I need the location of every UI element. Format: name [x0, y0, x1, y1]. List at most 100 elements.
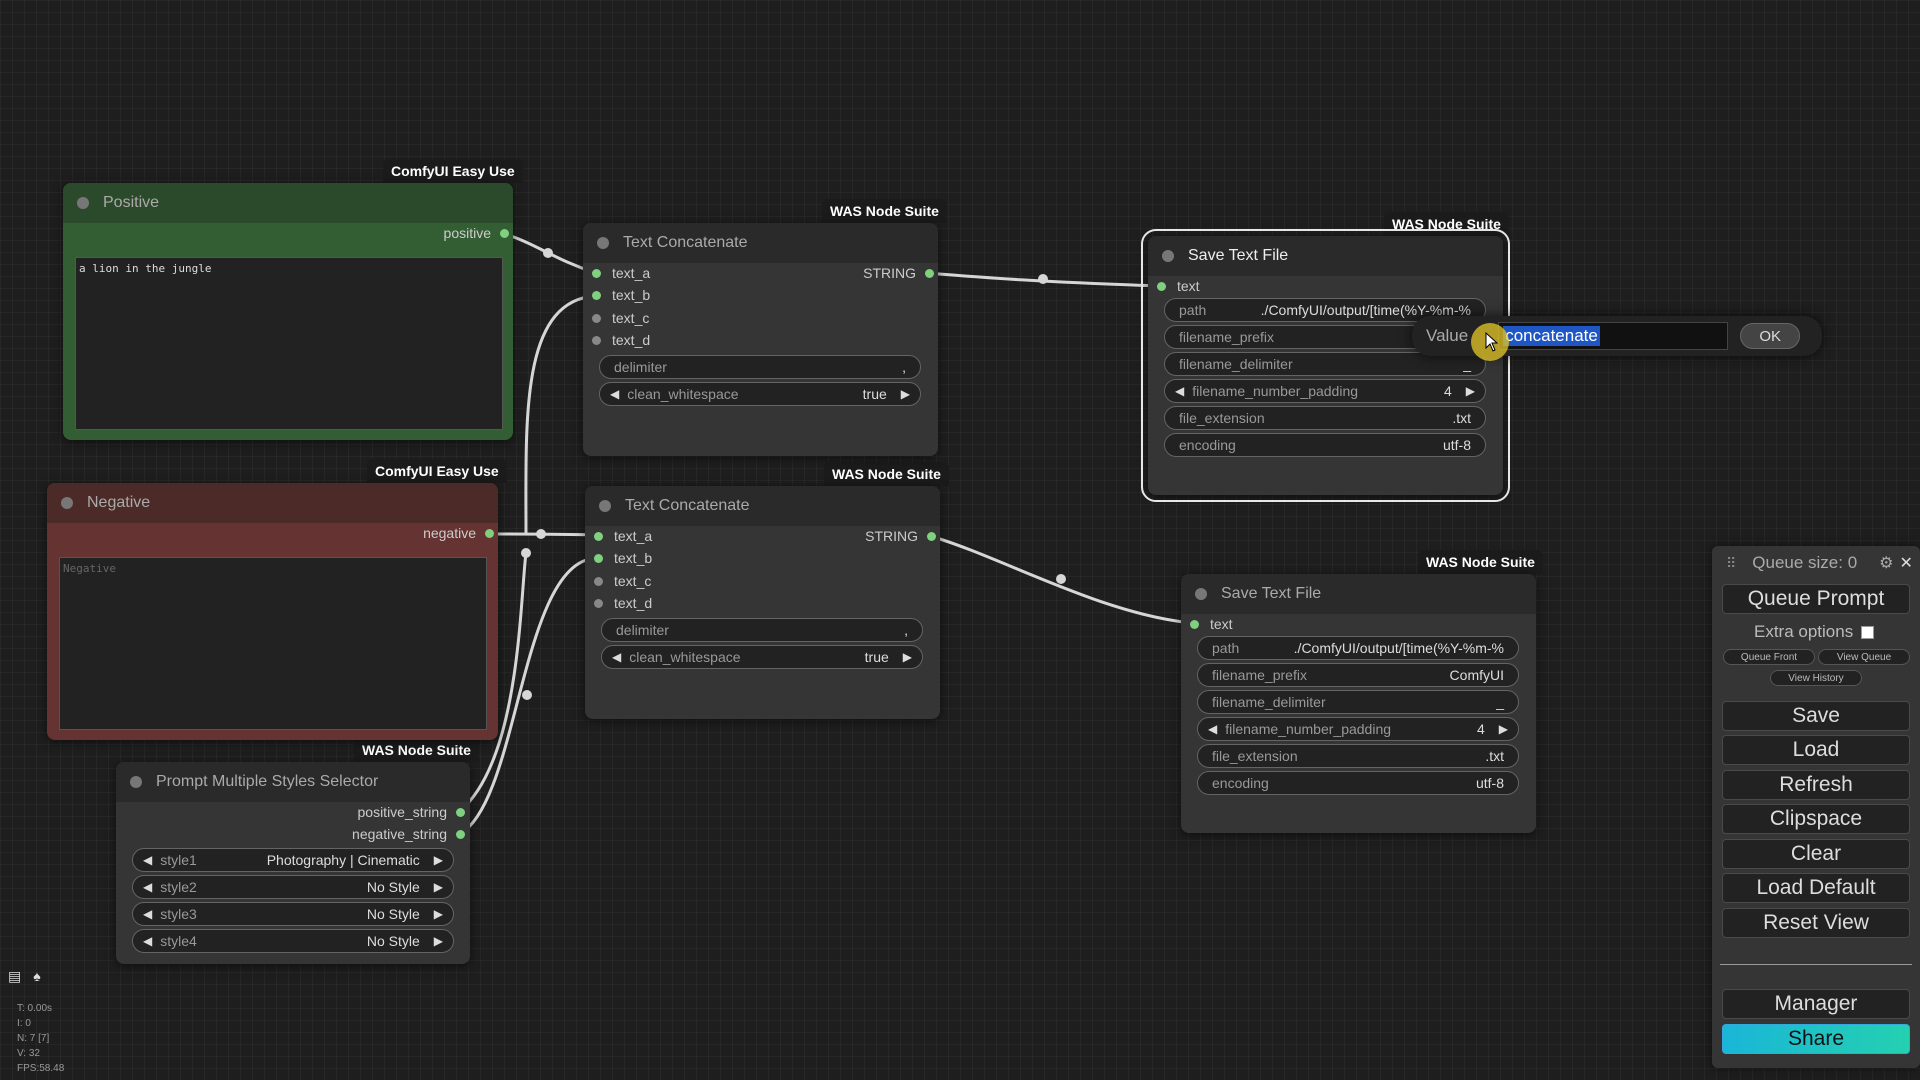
output-connector[interactable] [456, 829, 465, 839]
input-slot-text-a[interactable]: text_a [594, 526, 652, 546]
drag-handle-icon[interactable]: ⠿ [1726, 554, 1737, 571]
filename-number-padding-stepper[interactable]: ◀ filename_number_padding 4 ▶ [1164, 379, 1486, 403]
share-button[interactable]: Share [1722, 1024, 1910, 1054]
text-concatenate-node-2[interactable]: Text Concatenate text_a text_b text_c te… [585, 486, 940, 719]
input-slot-text[interactable]: text [1157, 276, 1200, 296]
output-slot-string[interactable]: STRING [865, 526, 936, 546]
file-extension-field[interactable]: file_extension .txt [1164, 406, 1486, 430]
decrement-arrow-icon[interactable]: ◀ [610, 387, 620, 401]
increment-arrow-icon[interactable]: ▶ [433, 853, 443, 867]
input-connector[interactable] [1190, 619, 1199, 629]
view-history-button[interactable]: View History [1770, 670, 1862, 686]
clean-whitespace-toggle[interactable]: ◀ clean_whitespace true ▶ [599, 382, 921, 406]
negative-prompt-text[interactable]: Negative [59, 557, 487, 730]
clipspace-button[interactable]: Clipspace [1722, 804, 1910, 834]
prompt-styles-selector-node[interactable]: Prompt Multiple Styles Selector positive… [116, 762, 470, 964]
node-title-bar[interactable]: Save Text File [1148, 236, 1503, 276]
ok-button[interactable]: OK [1740, 323, 1801, 349]
increment-arrow-icon[interactable]: ▶ [1498, 722, 1508, 736]
encoding-field[interactable]: encoding utf-8 [1197, 771, 1519, 795]
positive-prompt-text[interactable]: a lion in the jungle [75, 257, 503, 430]
bell-icon[interactable]: ♠ [33, 968, 41, 984]
input-slot-text-c[interactable]: text_c [592, 308, 649, 328]
reset-view-button[interactable]: Reset View [1722, 908, 1910, 938]
collapse-dot[interactable] [61, 497, 73, 509]
decrement-arrow-icon[interactable]: ◀ [1175, 384, 1185, 398]
input-slot-text-b[interactable]: text_b [592, 285, 650, 305]
node-title-bar[interactable]: Positive [63, 183, 513, 223]
input-slot-text[interactable]: text [1190, 614, 1233, 634]
input-connector[interactable] [592, 313, 601, 323]
refresh-button[interactable]: Refresh [1722, 770, 1910, 800]
input-connector[interactable] [1157, 281, 1166, 291]
load-default-button[interactable]: Load Default [1722, 873, 1910, 903]
increment-arrow-icon[interactable]: ▶ [1465, 384, 1475, 398]
delimiter-field[interactable]: delimiter , [599, 355, 921, 379]
collapse-dot[interactable] [130, 776, 142, 788]
input-slot-text-d[interactable]: text_d [592, 330, 650, 350]
value-input[interactable]: concatenate [1498, 322, 1729, 350]
style1-combo[interactable]: ◀ style1 Photography | Cinematic ▶ [132, 848, 454, 872]
load-button[interactable]: Load [1722, 735, 1910, 765]
view-queue-button[interactable]: View Queue [1818, 649, 1910, 665]
output-connector[interactable] [500, 228, 509, 238]
node-title-bar[interactable]: Prompt Multiple Styles Selector [116, 762, 470, 802]
input-connector[interactable] [594, 576, 603, 586]
input-slot-text-c[interactable]: text_c [594, 571, 651, 591]
save-text-file-node-2[interactable]: Save Text File text path ./ComfyUI/outpu… [1181, 574, 1536, 833]
queue-prompt-button[interactable]: Queue Prompt [1722, 584, 1910, 614]
decrement-arrow-icon[interactable]: ◀ [143, 907, 153, 921]
output-connector[interactable] [485, 528, 494, 538]
collapse-dot[interactable] [77, 197, 89, 209]
input-connector[interactable] [594, 598, 603, 608]
input-connector[interactable] [594, 531, 603, 541]
clear-button[interactable]: Clear [1722, 839, 1910, 869]
filename-delimiter-field[interactable]: filename_delimiter _ [1164, 352, 1486, 376]
path-field[interactable]: path ./ComfyUI/output/[time(%Y-%m-% [1164, 298, 1486, 322]
output-slot-negative-string[interactable]: negative_string [352, 824, 465, 844]
node-title-bar[interactable]: Text Concatenate [585, 486, 940, 526]
path-field[interactable]: path ./ComfyUI/output/[time(%Y-%m-% [1197, 636, 1519, 660]
manager-button[interactable]: Manager [1722, 989, 1910, 1019]
increment-arrow-icon[interactable]: ▶ [433, 907, 443, 921]
filename-prefix-field[interactable]: filename_prefix ComfyUI [1197, 663, 1519, 687]
output-connector[interactable] [456, 807, 465, 817]
close-icon[interactable]: ✕ [1899, 555, 1913, 572]
decrement-arrow-icon[interactable]: ◀ [143, 934, 153, 948]
collapse-dot[interactable] [1195, 588, 1207, 600]
text-concatenate-node-1[interactable]: Text Concatenate text_a text_b text_c te… [583, 223, 938, 456]
node-title-bar[interactable]: Save Text File [1181, 574, 1536, 614]
input-connector[interactable] [592, 335, 601, 345]
input-slot-text-a[interactable]: text_a [592, 263, 650, 283]
input-slot-text-d[interactable]: text_d [594, 593, 652, 613]
collapse-dot[interactable] [597, 237, 609, 249]
extra-options-checkbox[interactable] [1861, 625, 1875, 639]
input-connector[interactable] [592, 268, 601, 278]
decrement-arrow-icon[interactable]: ◀ [143, 853, 153, 867]
node-title-bar[interactable]: Negative [47, 483, 498, 523]
clean-whitespace-toggle[interactable]: ◀ clean_whitespace true ▶ [601, 645, 923, 669]
increment-arrow-icon[interactable]: ▶ [902, 650, 912, 664]
negative-prompt-node[interactable]: Negative negative Negative [47, 483, 498, 740]
encoding-field[interactable]: encoding utf-8 [1164, 433, 1486, 457]
file-extension-field[interactable]: file_extension .txt [1197, 744, 1519, 768]
output-slot-positive[interactable]: positive [444, 223, 509, 243]
decrement-arrow-icon[interactable]: ◀ [612, 650, 622, 664]
style2-combo[interactable]: ◀ style2 No Style ▶ [132, 875, 454, 899]
output-connector[interactable] [925, 268, 934, 278]
input-slot-text-b[interactable]: text_b [594, 548, 652, 568]
style4-combo[interactable]: ◀ style4 No Style ▶ [132, 929, 454, 953]
delimiter-field[interactable]: delimiter , [601, 618, 923, 642]
toggle-sidebar-icon[interactable]: ▤ [8, 968, 22, 984]
decrement-arrow-icon[interactable]: ◀ [143, 880, 153, 894]
queue-front-button[interactable]: Queue Front [1723, 649, 1815, 665]
style3-combo[interactable]: ◀ style3 No Style ▶ [132, 902, 454, 926]
filename-number-padding-stepper[interactable]: ◀ filename_number_padding 4 ▶ [1197, 717, 1519, 741]
positive-prompt-node[interactable]: Positive positive a lion in the jungle [63, 183, 513, 440]
input-connector[interactable] [594, 553, 603, 563]
decrement-arrow-icon[interactable]: ◀ [1208, 722, 1218, 736]
output-slot-string[interactable]: STRING [863, 263, 934, 283]
increment-arrow-icon[interactable]: ▶ [900, 387, 910, 401]
output-slot-negative[interactable]: negative [423, 523, 494, 543]
collapse-dot[interactable] [1162, 250, 1174, 262]
